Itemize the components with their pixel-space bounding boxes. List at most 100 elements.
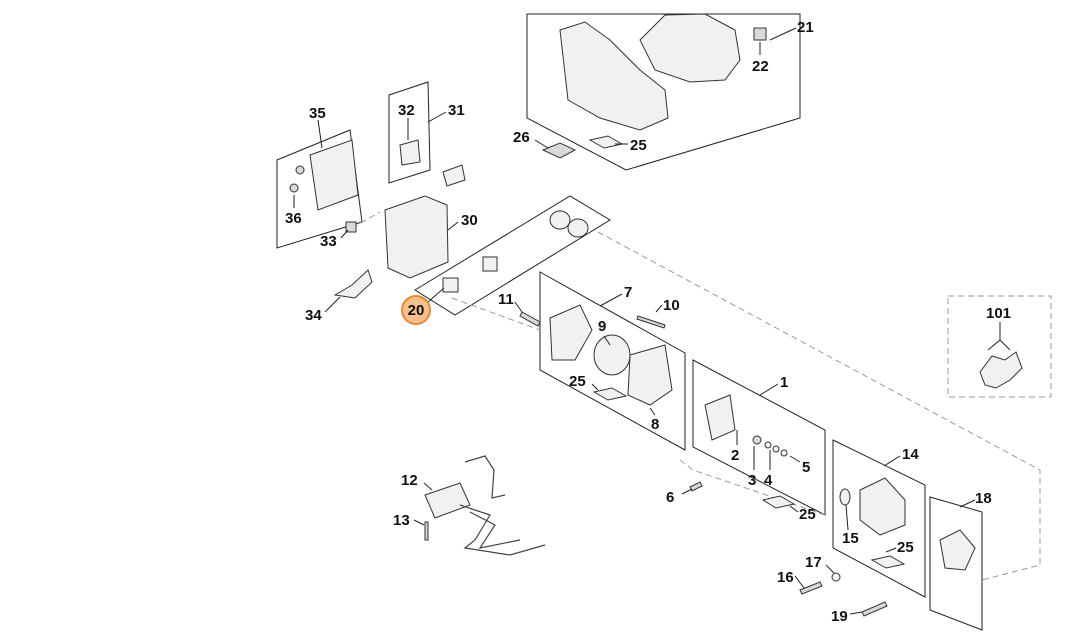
part-32 (399, 139, 421, 166)
part-25-top (588, 135, 624, 149)
part-36-screw-b (289, 183, 299, 193)
leader-18 (959, 499, 976, 508)
frame-101 (947, 295, 1052, 398)
callout-35[interactable]: 35 (309, 105, 326, 122)
leader-13 (413, 519, 425, 526)
highlight-circle (401, 295, 431, 325)
callout-1[interactable]: 1 (780, 374, 788, 391)
callout-10[interactable]: 10 (663, 297, 680, 314)
part-26 (541, 142, 577, 159)
part-16-screw (799, 581, 823, 595)
part-4-ring-a (764, 441, 772, 449)
part-18-clamp (939, 529, 976, 571)
callout-25-low[interactable]: 25 (799, 506, 816, 523)
part-25-low (761, 495, 796, 509)
part-20-block-b (482, 256, 498, 272)
part-25-right (870, 555, 906, 569)
callout-11[interactable]: 11 (498, 291, 514, 308)
callout-20[interactable]: 20 (408, 302, 425, 319)
callout-3[interactable]: 3 (748, 472, 756, 489)
part-34-clip (333, 269, 373, 299)
leader-25-mid (591, 383, 599, 391)
part-35-grille (309, 139, 359, 211)
part-30-housing (384, 195, 449, 279)
part-1-flange (704, 394, 736, 441)
callout-19[interactable]: 19 (831, 608, 848, 625)
callout-32[interactable]: 32 (398, 102, 415, 119)
part-4-ring-c (780, 449, 788, 457)
housing-half-right (639, 13, 741, 83)
callout-34[interactable]: 34 (305, 307, 322, 324)
leader-26 (534, 139, 549, 149)
part-3-ring (752, 435, 762, 445)
callout-25-right[interactable]: 25 (897, 539, 914, 556)
highlighted-callout-20[interactable]: 20 (401, 295, 431, 325)
frame-31 (388, 81, 431, 184)
part-19-screw (861, 601, 888, 617)
callout-101[interactable]: 101 (986, 305, 1011, 322)
leader-6 (681, 488, 693, 495)
callout-2[interactable]: 2 (731, 447, 739, 464)
callout-25-top[interactable]: 25 (630, 137, 647, 154)
leader-11 (514, 301, 523, 313)
leader-33 (340, 229, 349, 239)
callout-6[interactable]: 6 (666, 489, 674, 506)
callout-31[interactable]: 31 (448, 102, 465, 119)
callout-21[interactable]: 21 (797, 19, 814, 36)
part-20-block-a (442, 277, 459, 293)
callout-8[interactable]: 8 (651, 416, 659, 433)
assembly-line-a (597, 231, 1041, 581)
leader-7 (599, 293, 623, 307)
part-36-screw-a (295, 165, 305, 175)
leader-25-right (885, 547, 897, 553)
leader-101-b (999, 339, 1011, 351)
callout-9[interactable]: 9 (598, 318, 606, 335)
callout-4[interactable]: 4 (764, 472, 773, 489)
callout-18[interactable]: 18 (975, 490, 992, 507)
callout-30[interactable]: 30 (461, 212, 478, 229)
callout-12[interactable]: 12 (401, 472, 418, 489)
callout-7[interactable]: 7 (624, 284, 632, 301)
part-33 (345, 221, 357, 233)
assembly-line-b (451, 297, 541, 331)
callout-25-mid[interactable]: 25 (569, 373, 586, 390)
callout-36[interactable]: 36 (285, 210, 302, 227)
housing-half-left (559, 21, 669, 131)
leader-8 (649, 407, 656, 416)
part-17-washer (831, 572, 841, 582)
frames (276, 13, 1052, 631)
callout-15[interactable]: 15 (842, 530, 859, 547)
callout-16[interactable]: 16 (777, 569, 794, 586)
part-12-wire-a (464, 455, 506, 499)
leader-21 (769, 27, 797, 41)
callout-13[interactable]: 13 (393, 512, 410, 529)
callout-5[interactable]: 5 (802, 459, 810, 476)
callout-17[interactable]: 17 (805, 554, 822, 571)
frame-18 (929, 496, 983, 631)
callout-33[interactable]: 33 (320, 233, 337, 250)
part-12-module (424, 482, 471, 519)
leader-14 (883, 455, 901, 467)
leader-34 (324, 296, 341, 313)
part-12-wire-c (469, 511, 521, 549)
frame-housing-top (526, 13, 801, 171)
leader-5 (789, 455, 801, 463)
leader-30 (447, 221, 459, 231)
leader-19 (849, 611, 863, 615)
leader-9 (603, 335, 611, 346)
leader-10 (655, 304, 663, 313)
frame-20 (414, 195, 611, 316)
part-101-clamp (979, 351, 1023, 389)
part-15-circlip (839, 488, 851, 506)
callout-22[interactable]: 22 (752, 58, 769, 75)
leader-17 (825, 564, 835, 574)
callout-26[interactable]: 26 (513, 129, 530, 146)
parts (289, 13, 1023, 617)
leader-35 (317, 119, 323, 149)
part-14-housing (859, 477, 906, 536)
leader-12 (423, 482, 433, 491)
leader-25-low (789, 505, 799, 513)
frame-7 (539, 271, 686, 451)
callout-14[interactable]: 14 (902, 446, 919, 463)
